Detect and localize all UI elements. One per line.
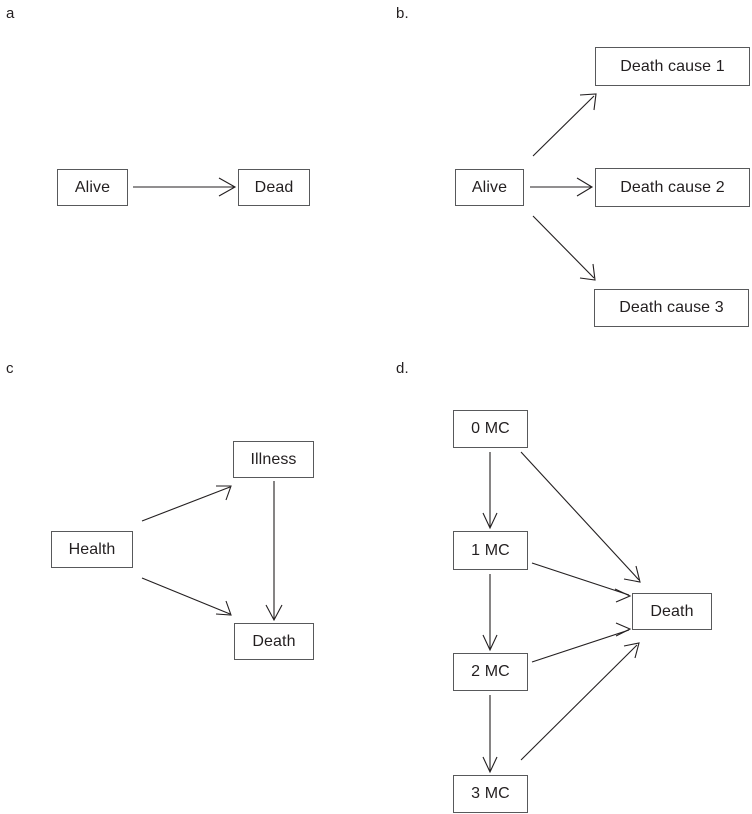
edge-health-to-illness bbox=[141, 485, 232, 522]
edge-illness-to-death bbox=[265, 481, 283, 622]
edge-3mc-to-death bbox=[520, 642, 640, 761]
node-3-mc[interactable]: 3 MC bbox=[453, 775, 528, 813]
node-illness[interactable]: Illness bbox=[233, 441, 314, 478]
panel-label-d: d. bbox=[396, 360, 409, 377]
node-alive-a[interactable]: Alive bbox=[57, 169, 128, 206]
node-2-mc[interactable]: 2 MC bbox=[453, 653, 528, 691]
edge-0mc-to-death bbox=[520, 451, 641, 583]
edge-alive-to-cause2 bbox=[530, 177, 594, 197]
node-death-d[interactable]: Death bbox=[632, 593, 712, 630]
node-death-cause-3[interactable]: Death cause 3 bbox=[594, 289, 749, 327]
node-0-mc[interactable]: 0 MC bbox=[453, 410, 528, 448]
node-death-c[interactable]: Death bbox=[234, 623, 314, 660]
node-dead-a[interactable]: Dead bbox=[238, 169, 310, 206]
node-health[interactable]: Health bbox=[51, 531, 133, 568]
edge-health-to-death bbox=[141, 577, 232, 616]
edge-alive-to-cause3 bbox=[532, 215, 596, 281]
node-alive-b[interactable]: Alive bbox=[455, 169, 524, 206]
panel-label-a: a bbox=[6, 5, 15, 22]
node-death-cause-2[interactable]: Death cause 2 bbox=[595, 168, 750, 207]
panel-label-c: c bbox=[6, 360, 14, 377]
edge-2mc-to-death bbox=[531, 622, 632, 663]
node-death-cause-1[interactable]: Death cause 1 bbox=[595, 47, 750, 86]
edge-1mc-to-death bbox=[531, 562, 632, 603]
edge-alive-to-dead bbox=[133, 177, 237, 197]
edge-2mc-to-3mc bbox=[482, 695, 498, 774]
node-1-mc[interactable]: 1 MC bbox=[453, 531, 528, 570]
edge-0mc-to-1mc bbox=[482, 452, 498, 530]
edge-alive-to-cause1 bbox=[532, 93, 597, 157]
edge-1mc-to-2mc bbox=[482, 574, 498, 652]
panel-label-b: b. bbox=[396, 5, 409, 22]
